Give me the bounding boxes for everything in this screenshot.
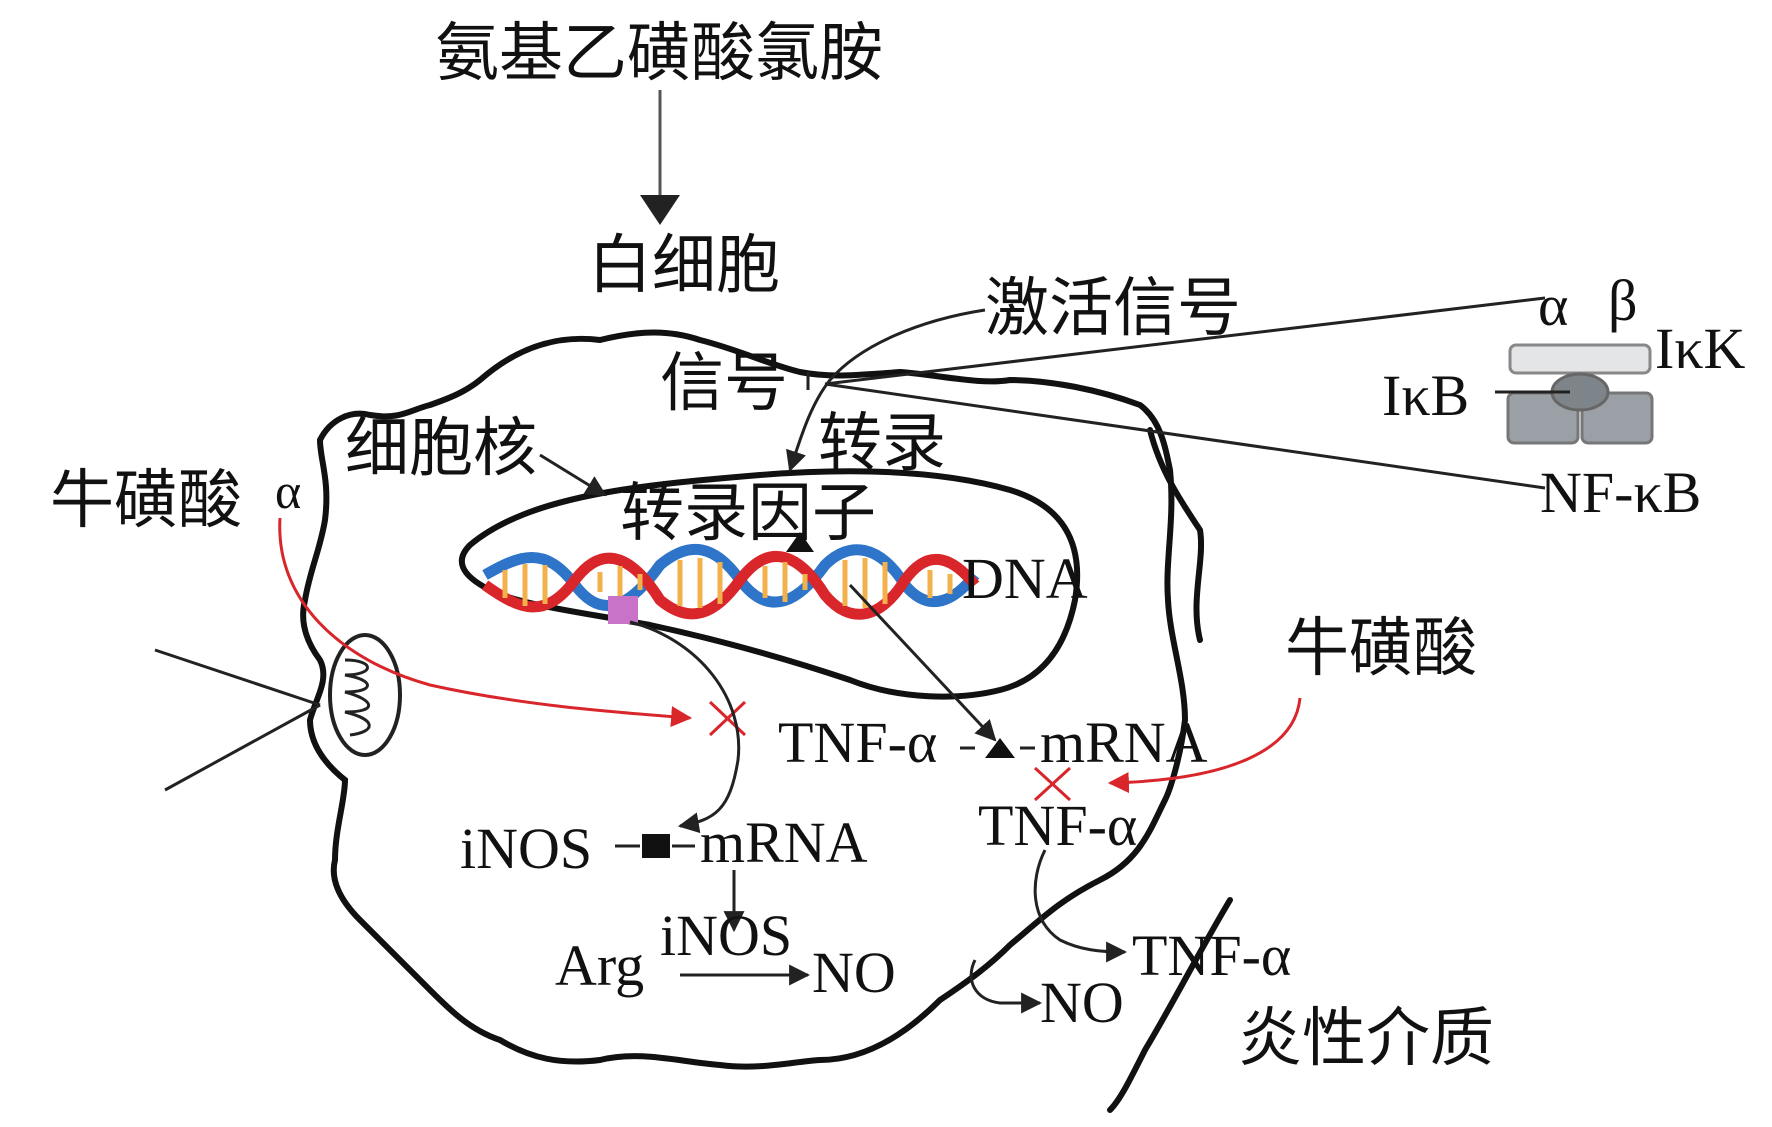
inos-mrna-gene-label: iNOS <box>460 816 592 881</box>
tnf-mrna-label: mRNA <box>1040 710 1208 775</box>
outer-membrane-line <box>1107 897 1233 1113</box>
tnf-mrna-marker <box>985 738 1015 758</box>
dna-to-tnf-mrna-arrow <box>848 583 997 742</box>
taurine-right-inhibition-arrow <box>1107 697 1302 794</box>
leukocyte-label: 白细胞 <box>588 229 780 303</box>
transcription-factor-marker <box>786 532 814 552</box>
binding-site-marker <box>608 596 638 624</box>
ikb-label: IκB <box>1382 363 1469 428</box>
dna-to-inos-mrna-arrow <box>629 620 741 834</box>
nfkb-label: NF-κB <box>1540 460 1701 525</box>
tnf-secretion-arrow <box>1033 849 1128 963</box>
ikk-nfkb-complex <box>1495 343 1654 445</box>
outer-membrane-segment <box>1147 427 1205 643</box>
nucleus-label: 细胞核 <box>345 412 537 486</box>
taurine-right-label: 牛磺酸 <box>1285 612 1477 686</box>
tnf-protein-label: TNF-α <box>978 793 1137 858</box>
dna-helix <box>481 544 980 620</box>
no-secretion-arrow <box>969 959 1043 1014</box>
transcription-factor-label: 转录因子 <box>620 477 876 551</box>
complex-pointer-upper <box>824 296 1546 386</box>
tnf-outside-label: TNF-α <box>1132 923 1291 988</box>
ikk-label: IκK <box>1655 316 1746 381</box>
arg-label: Arg <box>555 933 644 998</box>
inhibition-x-left <box>708 700 747 737</box>
activation-signal-arrow <box>786 308 986 472</box>
inflammatory-mediators-label: 炎性介质 <box>1238 1002 1494 1076</box>
alpha-mark: α <box>275 463 301 519</box>
mitochondrion-pointer-upper <box>154 648 321 707</box>
dna-label: DNA <box>962 546 1088 611</box>
inos-mrna-label: mRNA <box>700 810 868 875</box>
nucleus-outline <box>458 468 1081 700</box>
no-outside-label: NO <box>1040 970 1124 1035</box>
ikk-beta-label: β <box>1608 268 1638 333</box>
nucleus-label-arrow <box>539 453 607 497</box>
taurine-left-label: 牛磺酸 <box>50 464 242 538</box>
tnf-mrna-gene-label: TNF-α <box>778 710 937 775</box>
signal-label: 信号 <box>660 347 788 421</box>
inos-mrna-marker <box>642 834 670 858</box>
mitochondrion-pointer-lower <box>164 703 321 792</box>
inos-enzyme-label: iNOS <box>660 903 792 968</box>
complex-pointer-lower <box>824 382 1546 490</box>
transcription-label: 转录 <box>818 407 946 481</box>
no-inside-label: NO <box>812 940 896 1005</box>
inhibition-x-right <box>1033 766 1072 802</box>
ikk-alpha-label: α <box>1538 273 1568 338</box>
chloramine-label: 氨基乙磺酸氯胺 <box>435 17 883 91</box>
activation-signal-label: 激活信号 <box>985 272 1241 346</box>
cell-membrane <box>300 329 1189 1070</box>
taurine-left-inhibition-arrow <box>278 517 693 728</box>
mitochondrion <box>328 633 402 757</box>
chloramine-arrowhead <box>640 195 680 225</box>
